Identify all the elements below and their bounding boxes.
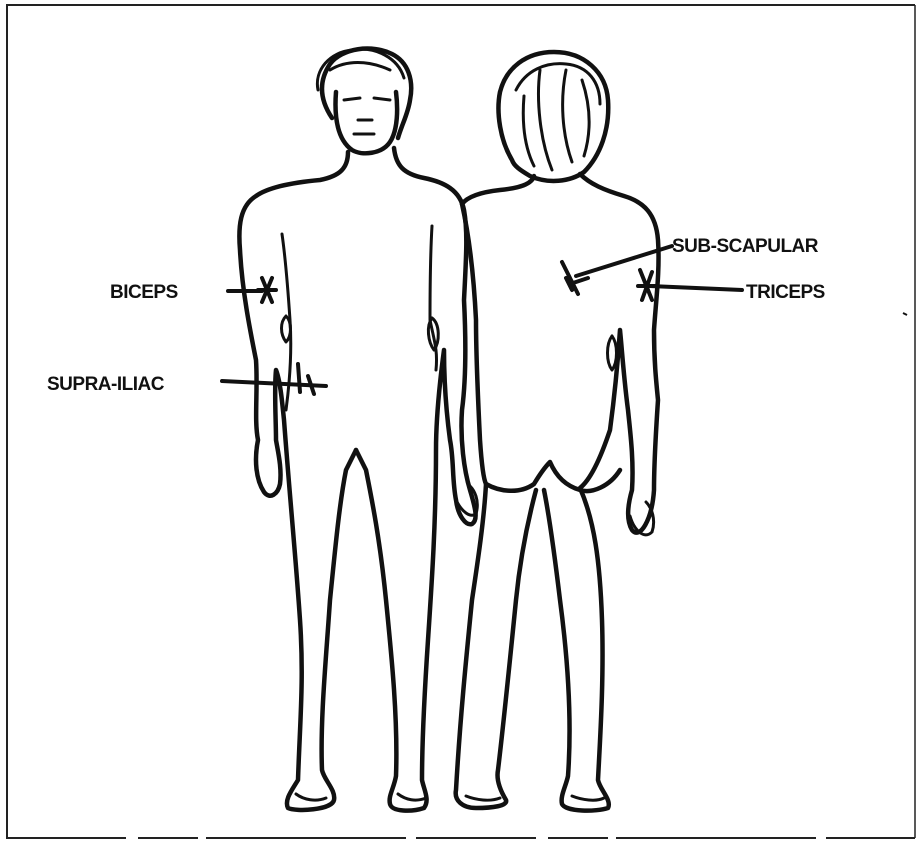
- back-elbow-right: [608, 336, 617, 370]
- label-sub-scapular: SUB-SCAPULAR: [672, 236, 819, 257]
- back-figure: [456, 52, 659, 811]
- front-feet: [296, 794, 426, 800]
- biceps-marker: [228, 278, 276, 302]
- triceps-leader-line: [650, 286, 742, 290]
- front-body-left: [239, 152, 356, 810]
- back-feet: [466, 796, 604, 800]
- back-buttocks: [486, 462, 620, 491]
- front-mouth: [354, 120, 374, 134]
- front-figure: [239, 49, 477, 811]
- front-elbow-left: [282, 316, 291, 342]
- back-head-outline: [499, 52, 609, 181]
- label-biceps: BICEPS: [110, 282, 178, 303]
- label-triceps: TRICEPS: [746, 282, 825, 303]
- back-body-inner-left: [456, 204, 536, 808]
- label-supra-iliac: SUPRA-ILIAC: [47, 374, 165, 395]
- triceps-marker: [638, 270, 742, 300]
- front-body-right: [356, 148, 476, 811]
- front-eyes: [344, 98, 390, 100]
- back-body-left: [462, 176, 534, 204]
- back-hair: [516, 64, 600, 170]
- stray-dash: [903, 313, 907, 315]
